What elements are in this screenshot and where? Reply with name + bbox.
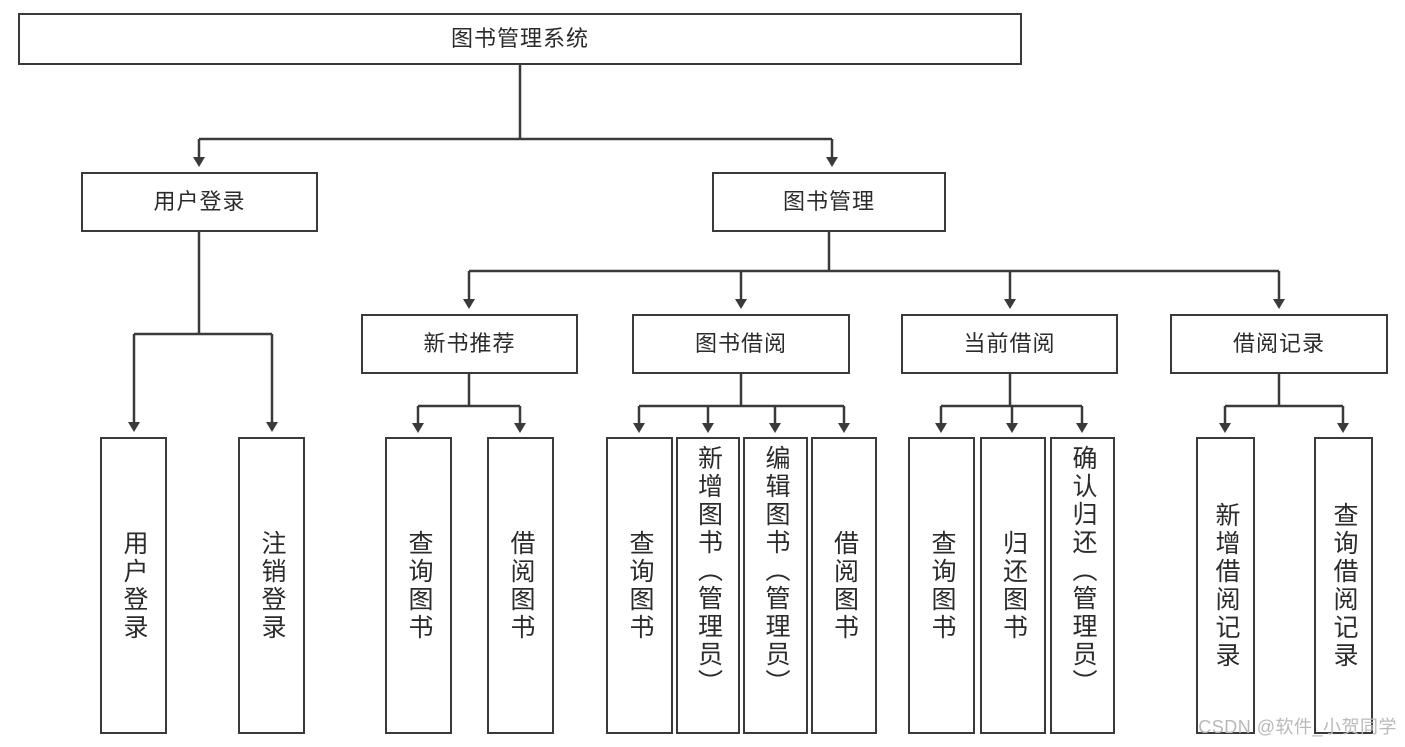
- leaf-book-borrow-2[interactable]: 新增图书（管理员）: [676, 437, 740, 734]
- node-user-login-label: 用户登录: [153, 189, 246, 215]
- leaf-current-borrow-2[interactable]: 归还图书: [980, 437, 1046, 734]
- leaf-borrow-record-2[interactable]: 查询借阅记录: [1314, 437, 1373, 734]
- leaf-current-borrow-1[interactable]: 查询图书: [908, 437, 975, 734]
- node-borrow-record-label: 借阅记录: [1232, 331, 1325, 357]
- node-borrow-record[interactable]: 借阅记录: [1170, 314, 1388, 374]
- leaf-book-borrow-3[interactable]: 编辑图书（管理员）: [743, 437, 808, 734]
- leaf-current-borrow-2-label: 归还图书: [999, 529, 1028, 642]
- leaf-new-book-1-label: 查询图书: [405, 529, 433, 642]
- leaf-book-borrow-2-label: 新增图书（管理员）: [694, 445, 723, 697]
- leaf-new-book-2[interactable]: 借阅图书: [487, 437, 554, 734]
- leaf-user-login-2-label: 注销登录: [258, 529, 286, 642]
- node-book-manage[interactable]: 图书管理: [712, 172, 946, 232]
- node-book-borrow-label: 图书借阅: [694, 331, 787, 357]
- node-root-label: 图书管理系统: [450, 26, 589, 52]
- leaf-borrow-record-1-label: 新增借阅记录: [1212, 501, 1240, 670]
- leaf-user-login-2[interactable]: 注销登录: [238, 437, 305, 734]
- node-new-book-recommend-label: 新书推荐: [423, 331, 516, 357]
- node-book-borrow[interactable]: 图书借阅: [632, 314, 850, 374]
- leaf-new-book-1[interactable]: 查询图书: [385, 437, 452, 734]
- leaf-user-login-1-label: 用户登录: [120, 529, 148, 642]
- leaf-current-borrow-3-label: 确认归还（管理员）: [1069, 445, 1097, 697]
- leaf-current-borrow-3[interactable]: 确认归还（管理员）: [1050, 437, 1115, 734]
- watermark-text: CSDN @软件_小贺同学: [1198, 717, 1397, 737]
- leaf-book-borrow-4[interactable]: 借阅图书: [811, 437, 877, 734]
- node-current-borrow[interactable]: 当前借阅: [901, 314, 1118, 374]
- leaf-current-borrow-1-label: 查询图书: [928, 529, 956, 642]
- node-user-login[interactable]: 用户登录: [81, 172, 318, 232]
- leaf-user-login-1[interactable]: 用户登录: [100, 437, 167, 734]
- leaf-borrow-record-1[interactable]: 新增借阅记录: [1196, 437, 1255, 734]
- leaf-book-borrow-3-label: 编辑图书（管理员）: [762, 445, 790, 697]
- node-current-borrow-label: 当前借阅: [963, 331, 1056, 357]
- leaf-new-book-2-label: 借阅图书: [507, 529, 535, 642]
- leaf-book-borrow-4-label: 借阅图书: [830, 529, 859, 642]
- leaf-borrow-record-2-label: 查询借阅记录: [1330, 501, 1358, 670]
- node-new-book-recommend[interactable]: 新书推荐: [361, 314, 578, 374]
- node-book-manage-label: 图书管理: [782, 189, 875, 215]
- leaf-book-borrow-1-label: 查询图书: [626, 529, 654, 642]
- node-root[interactable]: 图书管理系统: [18, 13, 1022, 65]
- leaf-book-borrow-1[interactable]: 查询图书: [606, 437, 673, 734]
